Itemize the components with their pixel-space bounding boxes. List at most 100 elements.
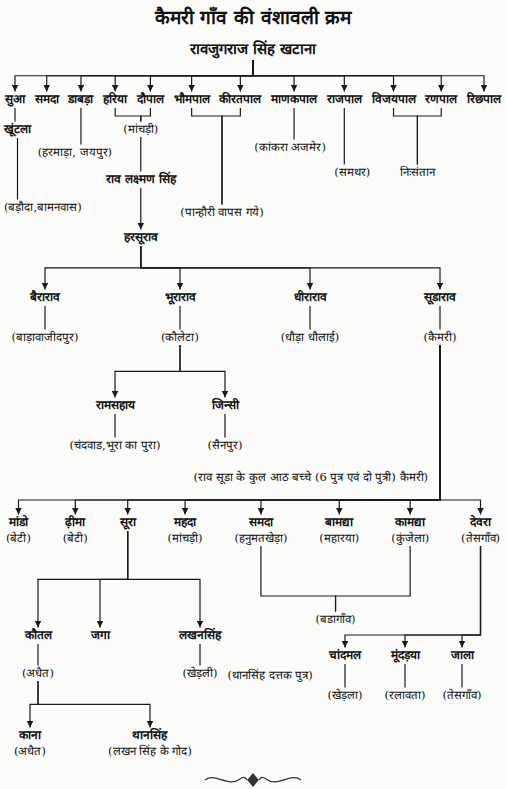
node-text: बैराराव	[30, 290, 60, 306]
lineage-line	[115, 108, 141, 122]
lineage-line	[345, 546, 481, 648]
node-text: समदा	[35, 92, 59, 108]
person-name: बामद्या(महारया)	[317, 515, 361, 546]
person-name: दौपाल	[135, 92, 166, 108]
place-name: (हरमाड़ा, जयपुर)	[36, 145, 114, 160]
lineage-line	[293, 108, 294, 140]
node-text: जिन्सी	[212, 398, 239, 414]
person-name: जगा	[89, 628, 112, 644]
node-text: जाला	[451, 648, 474, 664]
lineage-line	[114, 414, 115, 438]
diagram-title: कैमरी गाँव की वंशावली क्रम	[0, 5, 506, 30]
lineage-line	[192, 60, 253, 92]
lineage-line	[410, 345, 440, 515]
lineage-line	[100, 531, 128, 628]
lineage-line	[404, 664, 405, 688]
node-text: लखनसिंह	[179, 628, 221, 644]
ornament	[205, 774, 301, 786]
lineage-line	[336, 546, 411, 612]
lineage-line	[80, 108, 81, 145]
person-name: विजयपाल	[370, 92, 418, 108]
place-name: निःसंतान	[398, 165, 437, 180]
person-name: चांदमल	[327, 648, 363, 664]
node-text: कीरतपाल	[219, 92, 261, 108]
place-name: (बड़ौदा,बामनवास)	[2, 200, 84, 215]
note-text: (थानसिंह दत्तक पुत्र)	[225, 668, 314, 683]
person-name: मांडो(बेटी)	[4, 515, 33, 546]
person-name: खूंटला	[2, 122, 33, 138]
lineage-line	[185, 345, 440, 515]
node-text: (कांकरा अजमेर)	[254, 140, 326, 155]
node-subtext: (हनुमतखेड़ा)	[234, 531, 287, 546]
node-subtext: (बेटी)	[6, 531, 31, 546]
node-text: (कैमरी)	[424, 330, 457, 345]
node-text: खूंटला	[4, 122, 31, 138]
lineage-line	[47, 60, 253, 92]
node-text: (पान्हौरी वापस गये)	[180, 205, 263, 220]
person-name: ढ़ीमा(बेटी)	[61, 515, 90, 546]
lineage-line	[75, 345, 440, 515]
place-name: (कांकरा अजमेर)	[252, 140, 328, 155]
person-name: रामसहाय	[94, 398, 137, 414]
node-text: थानसिंह	[108, 728, 192, 744]
node-text: कामद्या	[391, 515, 429, 531]
place-name: (खेड़ली)	[181, 666, 220, 681]
ornament-diamond	[248, 774, 258, 786]
ornament-curl	[259, 777, 301, 781]
node-subtext: (लखन सिंह के गोद)	[108, 744, 192, 759]
lineage-line	[261, 345, 440, 515]
lineage-line	[253, 60, 484, 92]
person-name: महदा(मांचड़ी)	[166, 515, 205, 546]
place-name: (बडागाँव)	[314, 612, 358, 627]
lineage-line	[462, 546, 481, 648]
node-text: देवरा	[461, 515, 500, 531]
node-text: सुआ	[5, 92, 25, 108]
node-text: रणपाल	[425, 92, 457, 108]
node-subtext: (तेसगाँव)	[461, 531, 500, 546]
lineage-line	[38, 681, 150, 728]
lineage-line	[140, 137, 141, 172]
place-name: (रलावता)	[383, 688, 428, 703]
node-text: (चंदवाड,भूरा का पुरा)	[70, 438, 161, 453]
node-text: धीराराव	[294, 290, 327, 306]
place-name: (मांचड़ी)	[121, 122, 160, 137]
node-text: (हरमाड़ा, जयपुर)	[38, 145, 112, 160]
node-text: (धौड़ा धौलाई)	[281, 330, 340, 345]
node-text: माणकपाल	[271, 92, 317, 108]
place-name: (बाड़ावाजीदपुर)	[10, 330, 81, 345]
lineage-line	[15, 60, 253, 92]
node-text: (सैनपुर)	[208, 438, 243, 453]
node-text: जगा	[91, 628, 110, 644]
lineage-line	[222, 108, 240, 205]
node-text: हरसूराव	[124, 230, 158, 246]
node-text: बामद्या	[319, 515, 359, 531]
person-name: कौतल	[23, 628, 54, 644]
person-name: जाला	[449, 648, 476, 664]
lineage-line	[344, 108, 345, 165]
person-name: मूंदड़या	[389, 648, 422, 664]
node-subtext: (अधैत)	[14, 744, 46, 759]
lineage-line	[115, 345, 180, 398]
node-text: दौपाल	[137, 92, 164, 108]
lineage-line	[150, 60, 253, 92]
node-text: राजपाल	[327, 92, 362, 108]
lineage-line	[17, 138, 18, 200]
node-text: (खेड़ली)	[183, 666, 218, 681]
lineage-line	[141, 108, 151, 122]
node-text: सूडाराव	[424, 290, 456, 306]
place-name: (खेड़ला)	[326, 688, 365, 703]
node-text: (तेसगाँव)	[443, 688, 482, 703]
node-text: (कौलेटा)	[161, 330, 199, 345]
person-name: समदा	[33, 92, 61, 108]
place-name: (अधैत)	[20, 666, 56, 681]
node-text: रावजुगराज सिंह खटाना	[190, 40, 316, 60]
lineage-line	[344, 664, 345, 688]
node-text: चांदमल	[329, 648, 361, 664]
person-name: भूराराव	[163, 290, 198, 306]
person-name: कीरतपाल	[217, 92, 263, 108]
node-subtext: (महारया)	[319, 531, 359, 546]
person-name: थानसिंह(लखन सिंह के गोद)	[106, 728, 194, 759]
lineage-line	[30, 681, 38, 728]
person-name: सुआ	[3, 92, 27, 108]
lineage-line	[224, 414, 225, 438]
